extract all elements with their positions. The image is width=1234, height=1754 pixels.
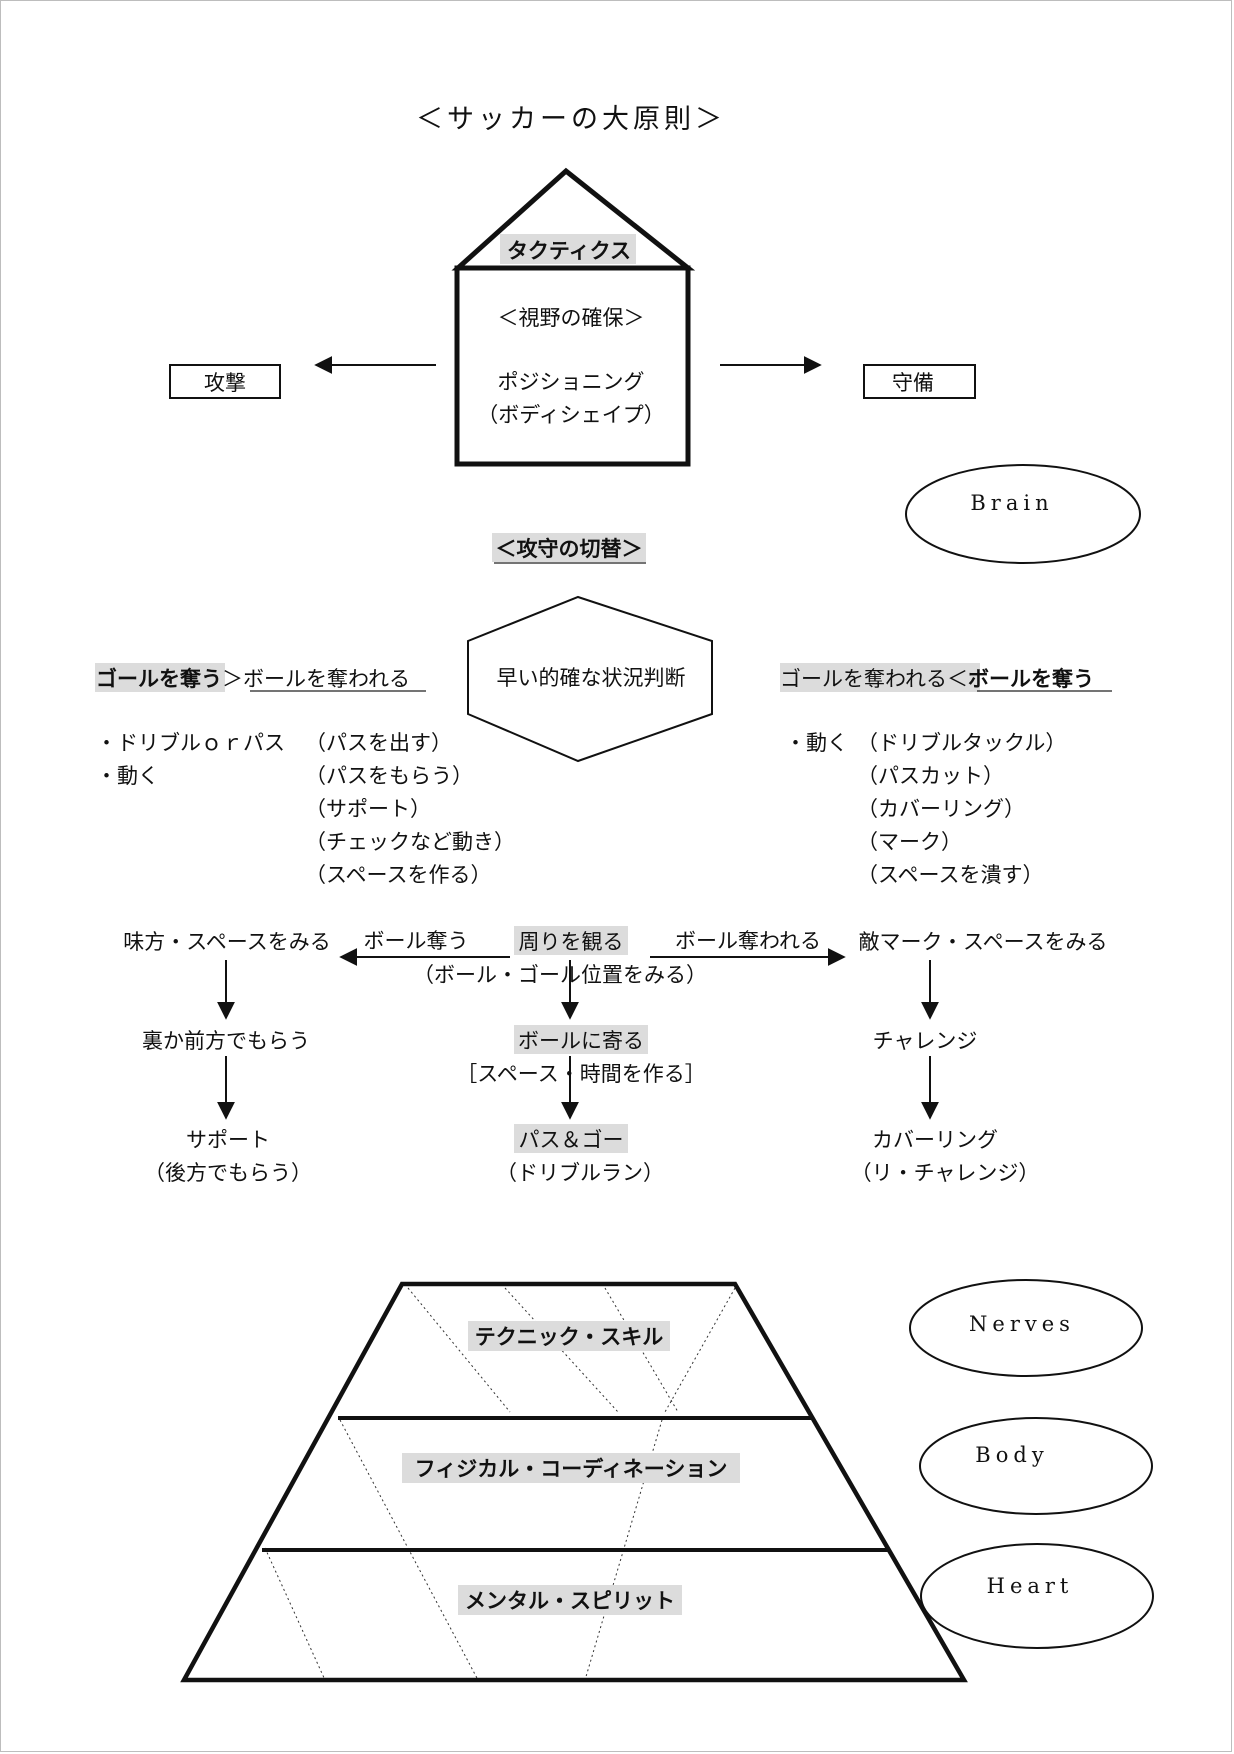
attack-box (169, 364, 281, 399)
right-header-bold: ボールを奪う (968, 666, 1094, 691)
list-item: ・動く (785, 731, 848, 755)
skill-pyramid: テクニック・スキル フィジカル・コーディネーション メンタル・スピリット (180, 1281, 968, 1683)
look-around-sub: （ボール・ゴール位置をみる） (413, 963, 707, 987)
covering-sub: （リ・チャレンジ） (851, 1161, 1040, 1185)
receive-forward-label: 裏か前方でもらう (142, 1029, 310, 1053)
list-item: （パスカット） (857, 764, 1004, 788)
pass-and-go-label: パス＆ゴー (519, 1128, 624, 1152)
list-item: （スペースを作る） (305, 863, 491, 887)
left-header: ゴールを奪う＞ボールを奪われる (96, 666, 410, 691)
nerves-label: Nerves (969, 1312, 1075, 1336)
list-item: （スペースを潰す） (857, 863, 1043, 887)
approach-ball-label: ボールに寄る (518, 1029, 644, 1053)
list-item: （サポート） (305, 797, 431, 821)
pass-and-go-sub: （ドリブルラン） (496, 1161, 664, 1185)
tactics-house: タクティクス ＜視野の確保＞ ポジショニング （ボディシェイプ） (451, 167, 696, 467)
body-ellipse (919, 1417, 1153, 1515)
transition-flow: 周りを観る （ボール・ゴール位置をみる） ボール奪う ボール奪われる 味方・スペ… (123, 926, 1108, 1185)
list-item: （ドリブルタックル） (857, 731, 1066, 755)
list-item: （チェックなど動き） (305, 830, 515, 854)
attack-action-list: ・ドリブルｏｒパス ・動く （パスを出す） （パスをもらう） （サポート） （チ… (96, 731, 515, 887)
right-header: ゴールを奪われる＜ボールを奪う (780, 666, 1094, 691)
win-ball-label: ボール奪う (364, 929, 469, 953)
support-sub: （後方でもらう） (144, 1161, 312, 1185)
see-teammates-label: 味方・スペースをみる (123, 930, 330, 954)
list-item: ・動く (96, 764, 159, 788)
left-header-bold: ゴールを奪う (96, 666, 222, 691)
covering-label: カバーリング (872, 1128, 998, 1152)
page-title: ＜サッカーの大原則＞ (416, 104, 726, 135)
heart-ellipse (920, 1543, 1154, 1649)
defense-box (863, 364, 976, 399)
look-around-label: 周りを観る (519, 930, 624, 954)
list-item: （パスを出す） (305, 731, 452, 755)
technique-skill-label: テクニック・スキル (475, 1324, 664, 1349)
switch-title: ＜攻守の切替＞ (496, 536, 643, 561)
create-space-label: ［スペース・時間を作る］ (456, 1062, 705, 1086)
right-header-plain: ゴールを奪われる＜ (780, 667, 968, 691)
judgment-diamond (467, 595, 713, 763)
physical-coordination-label: フィジカル・コーディネーション (415, 1456, 728, 1481)
left-header-rest: ＞ボールを奪われる (222, 667, 410, 691)
challenge-label: チャレンジ (873, 1029, 978, 1053)
brain-ellipse (905, 464, 1141, 564)
tactics-label: タクティクス (507, 238, 631, 263)
positioning-label: ポジショニング (498, 370, 645, 394)
attack-label: 攻撃 (204, 371, 246, 395)
brain-label: Brain (970, 491, 1053, 515)
defense-action-list: ・動く （ドリブルタックル） （パスカット） （カバーリング） （マーク） （ス… (785, 731, 1066, 887)
body-shape-label: （ボディシェイプ） (477, 403, 665, 427)
pyramid-outline (180, 1281, 968, 1683)
list-item: （カバーリング） (857, 797, 1025, 821)
body-label: Body (975, 1443, 1048, 1467)
heart-label: Heart (987, 1574, 1074, 1598)
defense-label: 守備 (892, 371, 934, 395)
list-item: ・ドリブルｏｒパス (96, 731, 285, 755)
mental-spirit-label: メンタル・スピリット (465, 1588, 675, 1613)
vision-label: ＜視野の確保＞ (498, 306, 645, 330)
house-body (454, 265, 691, 467)
list-item: （マーク） (857, 830, 962, 854)
judgment-label: 早い的確な状況判断 (497, 666, 686, 690)
list-item: （パスをもらう） (305, 764, 473, 788)
support-label: サポート (186, 1128, 270, 1152)
see-opponents-label: 敵マーク・スペースをみる (858, 930, 1107, 954)
lose-ball-label: ボール奪われる (675, 929, 821, 953)
nerves-ellipse (909, 1279, 1143, 1377)
